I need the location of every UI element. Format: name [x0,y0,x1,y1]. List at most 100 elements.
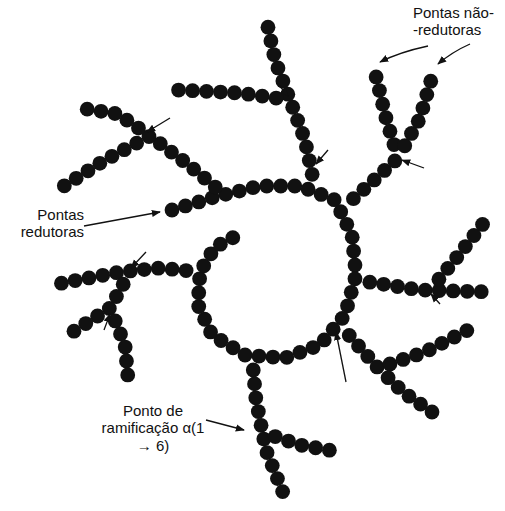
annotation-label: Pontas não- -redutoras [413,4,503,39]
glucose-unit [57,178,72,193]
glucose-unit [265,458,280,473]
glucose-unit [192,271,207,286]
annotation-label: Pontas redutoras [2,206,84,241]
glucose-unit [82,271,97,286]
glucose-unit [108,314,123,329]
glucose-unit [273,179,288,194]
glucose-unit [306,340,321,355]
branch-marker-arrow [336,332,346,382]
branch-marker-arrow [316,150,328,164]
glucose-unit [67,324,82,339]
glucose-unit [185,83,200,98]
glucose-unit [254,418,269,433]
glucose-unit [459,323,474,338]
glucose-unit [261,20,276,35]
glucose-unit [362,275,377,290]
glucose-unit [80,102,95,117]
glucose-unit [423,74,438,89]
glucose-unit [369,70,384,85]
leader-arrow [438,44,470,64]
glucose-unit [345,230,360,245]
glucose-unit [281,434,296,449]
glucose-unit [151,261,166,276]
glucose-unit [248,390,263,405]
glucose-unit [346,244,361,259]
glucose-unit [419,87,434,102]
glucose-unit [340,298,355,313]
glucose-unit [113,327,128,342]
glucose-unit [54,276,69,291]
glucose-unit [333,204,348,219]
glucose-unit [271,61,286,76]
glucose-unit [314,187,329,202]
glucose-unit [227,85,242,100]
glucose-unit [275,74,290,89]
glucose-unit [301,182,316,197]
glucose-unit [460,284,475,299]
leader-arrow [380,46,428,62]
glucose-unit [178,199,193,214]
glucose-unit [348,271,363,286]
glucose-unit [252,349,267,364]
glucose-unit [120,368,135,383]
glucose-unit [290,113,305,128]
glucose-unit [475,217,490,232]
glucose-unit [137,262,152,277]
glucose-unit [294,438,309,453]
glucose-unit [269,91,284,106]
glucose-unit [370,360,385,375]
branch-marker-arrow [147,118,170,132]
glucose-unit [474,284,489,299]
glucose-unit [409,348,424,363]
glucose-unit [308,440,323,455]
glucose-unit [260,445,275,460]
glucose-unit [247,376,262,391]
glucose-unit [246,180,261,195]
glucose-unit [171,83,186,98]
glucose-unit [266,47,281,62]
glucose-unit [259,179,274,194]
glucose-unit [279,350,294,365]
glucose-unit [322,443,337,458]
glucose-unit [197,312,212,327]
glucose-unit [293,345,308,360]
glucose-unit [191,194,206,209]
glucose-unit [379,110,394,125]
glucose-unit [191,285,206,300]
glucose-unit [123,264,138,279]
glucose-unit [396,352,411,367]
branch-marker-arrow [431,294,440,304]
glucose-unit [246,363,261,378]
annotation-label: Ponto de ramificação α(1 → 6) [96,402,210,454]
glucose-unit [119,354,134,369]
glucose-unit [232,184,247,199]
glucose-unit [287,179,302,194]
glucose-unit [179,263,194,278]
glucose-unit [425,405,440,420]
glucose-unit [375,97,390,112]
branch-marker-arrow [131,252,146,268]
glucose-unit [404,281,419,296]
glucose-unit [94,104,109,119]
glucose-unit [255,89,270,104]
glucose-unit [390,279,405,294]
glucose-unit [372,83,387,98]
glucose-unit [299,139,314,154]
glucose-unit [285,100,300,115]
glucose-unit [295,126,310,141]
glucose-unit [107,106,122,121]
glucose-unit [387,154,402,169]
glucose-unit [376,277,391,292]
branch-marker-arrow [402,160,424,168]
glucose-unit [165,262,180,277]
branch-marker-arrow [278,84,288,96]
glucose-unit [95,268,110,283]
branch-point-markers [104,84,440,382]
glucose-unit [383,357,398,372]
glucose-unit [191,299,206,314]
glucose-unit [339,217,354,232]
glucose-unit [305,167,320,182]
branch-marker-arrow [104,314,110,330]
leader-arrow [206,420,244,430]
